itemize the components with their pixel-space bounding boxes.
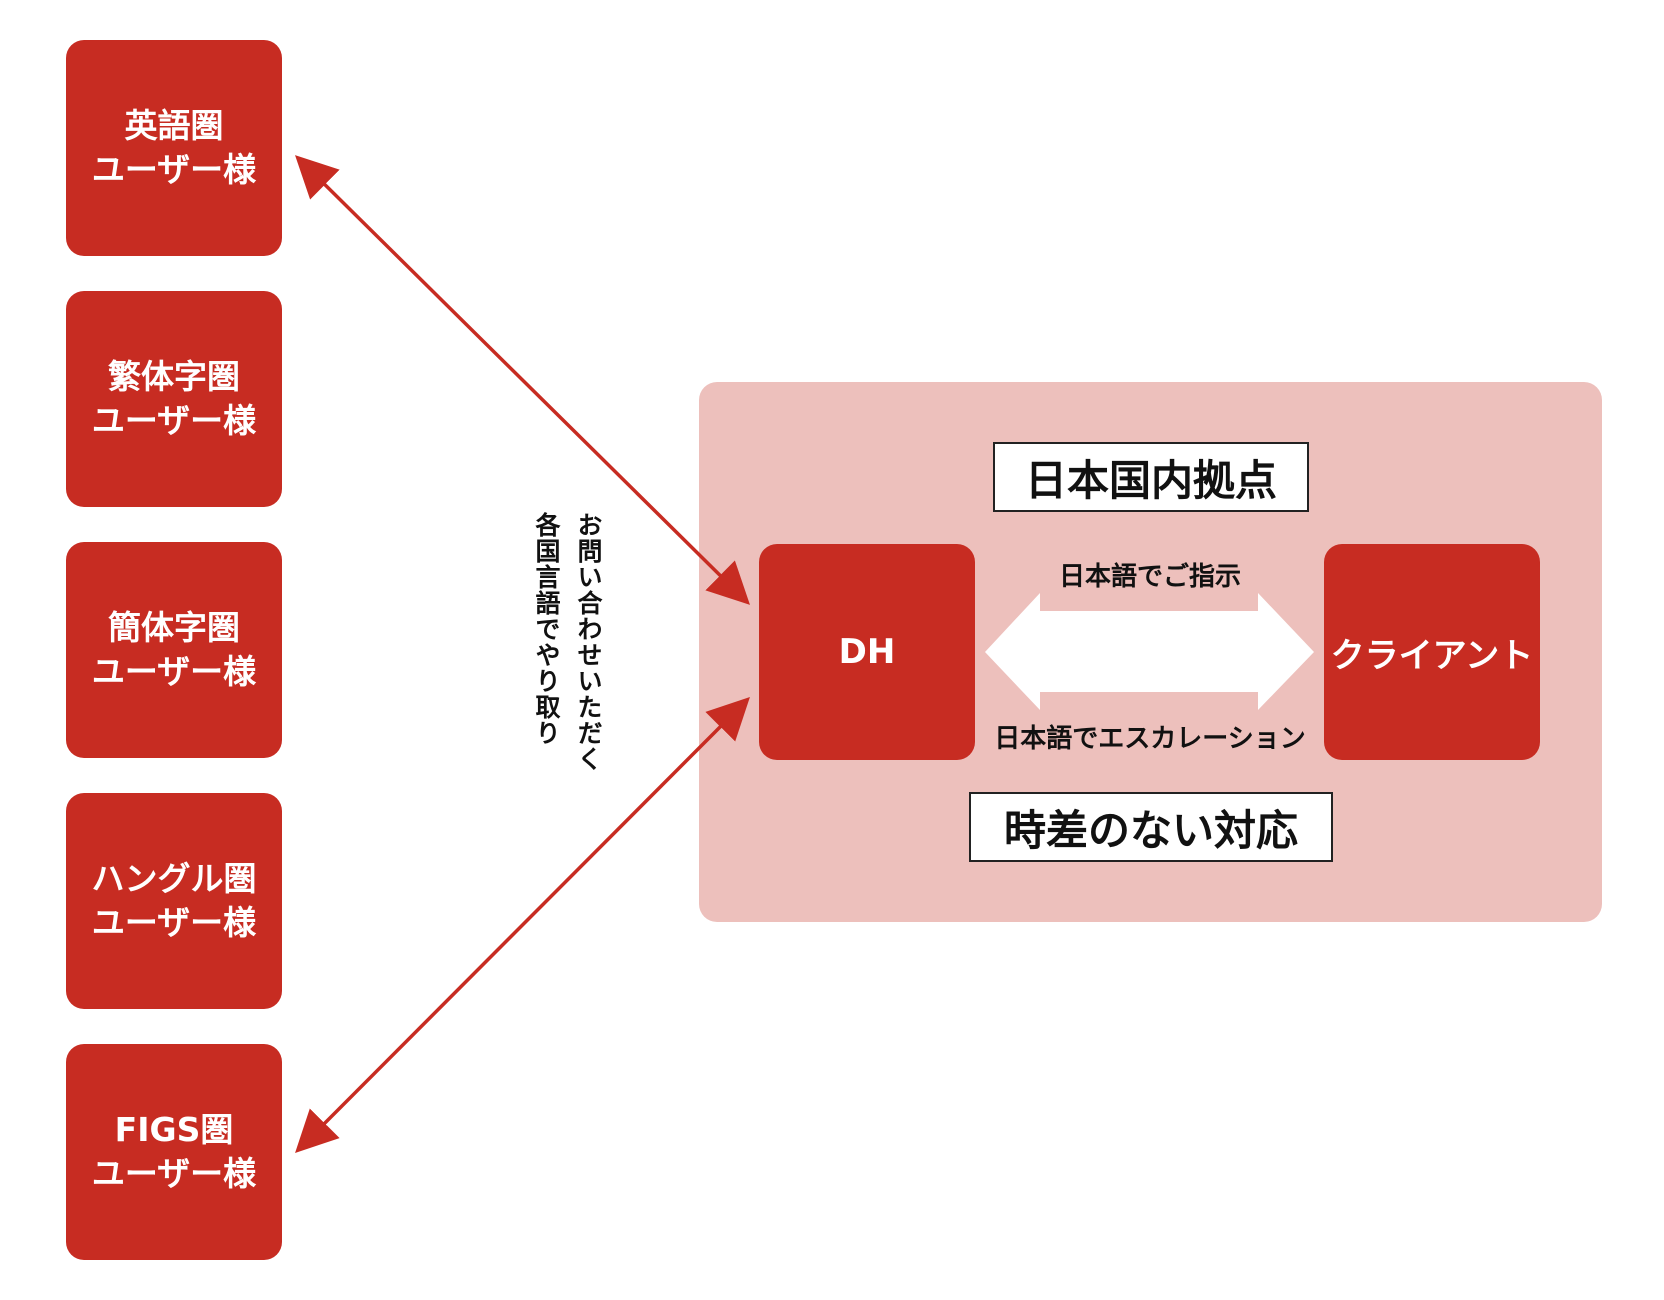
user-group-hangul: ハングル圏 ユーザー様 bbox=[66, 793, 282, 1009]
flow-top-label: 日本語でご指示 bbox=[1058, 562, 1241, 592]
double-arrow-dh-client bbox=[985, 593, 1314, 710]
user-group-label: 繁体字圏 bbox=[108, 357, 240, 396]
user-group-traditional-chinese: 繁体字圏 ユーザー様 bbox=[66, 291, 282, 507]
dh-node: DH bbox=[759, 544, 975, 760]
hub-title: 日本国内拠点 bbox=[993, 442, 1309, 512]
user-group-english: 英語圏 ユーザー様 bbox=[66, 40, 282, 256]
user-group-figs: FIGS圏 ユーザー様 bbox=[66, 1044, 282, 1260]
client-node: クライアント bbox=[1324, 544, 1540, 760]
flow-bottom-label: 日本語でエスカレーション bbox=[994, 724, 1306, 754]
user-group-sublabel: ユーザー様 bbox=[91, 150, 257, 189]
user-group-sublabel: ユーザー様 bbox=[91, 1154, 257, 1193]
user-group-label: FIGS圏 bbox=[114, 1110, 234, 1149]
arrow-english-to-dh bbox=[295, 155, 750, 605]
no-time-difference-title: 時差のない対応 bbox=[969, 792, 1333, 862]
user-group-simplified-chinese: 簡体字圏 ユーザー様 bbox=[66, 542, 282, 758]
user-group-label: 簡体字圏 bbox=[108, 608, 240, 647]
arrow-figs-to-dh bbox=[295, 697, 750, 1153]
user-group-label: 英語圏 bbox=[124, 106, 224, 145]
user-group-sublabel: ユーザー様 bbox=[91, 401, 257, 440]
user-group-sublabel: ユーザー様 bbox=[91, 903, 257, 942]
user-group-label: ハングル圏 bbox=[91, 859, 257, 898]
user-group-sublabel: ユーザー様 bbox=[91, 652, 257, 691]
